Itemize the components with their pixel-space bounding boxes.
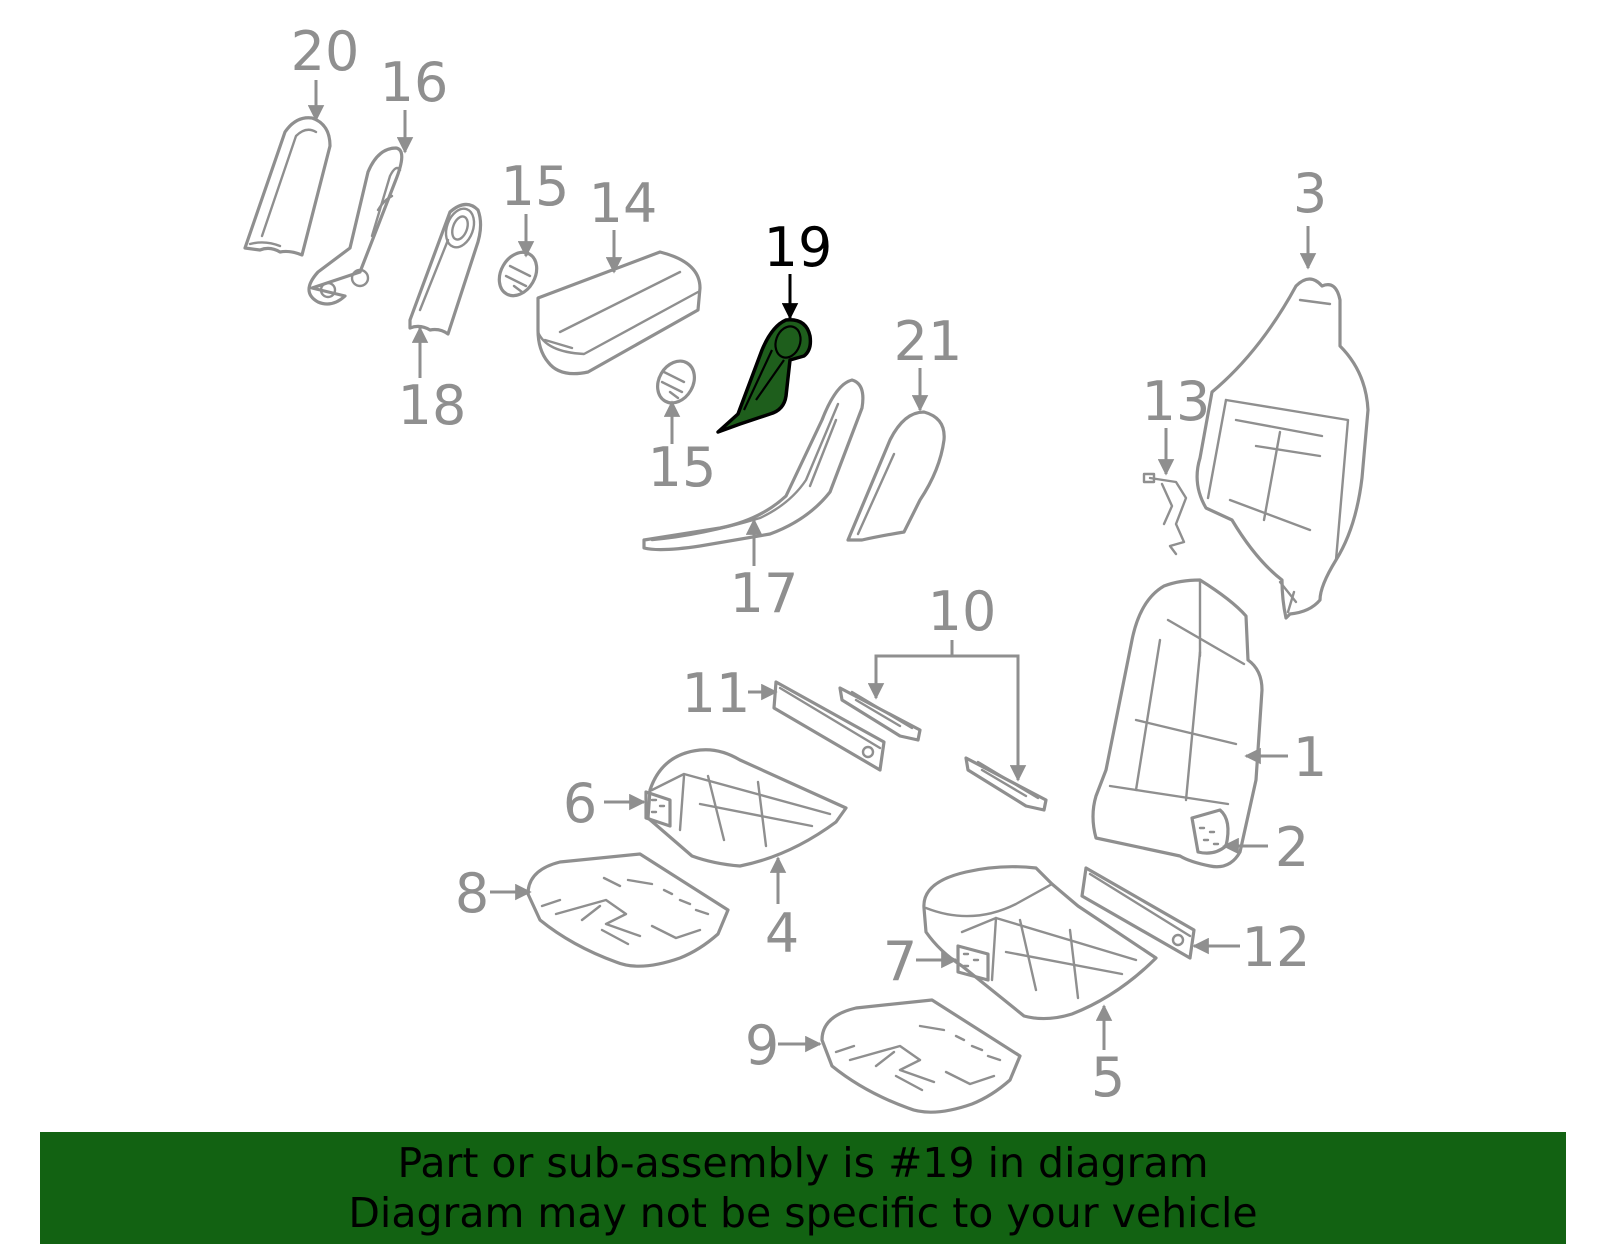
part-15-clip-lower	[656, 359, 696, 405]
leader-lines	[307, 80, 1317, 1053]
banner-line-disclaimer: Diagram may not be specific to your vehi…	[348, 1189, 1258, 1237]
part-18-trim	[408, 202, 483, 336]
part-3-seatback-frame	[1195, 277, 1370, 620]
part-6-label	[644, 790, 672, 828]
callout-labels: 20 16 15 14 19 3 21 13 18 15 17 10 11 1 …	[291, 20, 1328, 1109]
callout-17: 17	[730, 562, 799, 625]
part-5-cushion-cover	[922, 865, 1158, 1021]
callout-11: 11	[682, 662, 751, 725]
part-20-trim-panel	[243, 116, 332, 257]
banner-line-part-info: Part or sub-assembly is #19 in diagram	[397, 1139, 1209, 1187]
part-8-cushion-pad	[526, 852, 730, 968]
callout-3: 3	[1293, 162, 1327, 225]
leader-10-bracket	[874, 654, 1020, 780]
callout-7: 7	[883, 930, 917, 993]
callout-12: 12	[1242, 916, 1311, 979]
part-13-wire-harness	[1142, 472, 1188, 556]
part-1-seat-back	[1091, 578, 1264, 869]
part-17-side-trim	[642, 378, 865, 552]
callout-4: 4	[765, 902, 799, 965]
part-10-rail-upper	[838, 686, 922, 742]
part-14-armrest	[536, 250, 702, 376]
callout-9: 9	[745, 1014, 779, 1077]
part-12-trim-strip	[1080, 866, 1196, 960]
part-21-side-panel	[846, 410, 946, 542]
part-2-label	[1190, 808, 1230, 855]
callout-18: 18	[398, 374, 467, 437]
callout-20: 20	[291, 20, 360, 83]
callout-6: 6	[563, 772, 597, 835]
callout-19: 19	[764, 216, 833, 279]
part-11-trim-strip	[772, 680, 886, 772]
part-9-cushion-pad	[820, 998, 1022, 1114]
callout-21: 21	[894, 310, 963, 373]
callout-8: 8	[455, 862, 489, 925]
callout-16: 16	[380, 51, 449, 114]
callout-15-upper: 15	[501, 155, 570, 218]
callout-13: 13	[1142, 370, 1211, 433]
callout-2: 2	[1275, 816, 1309, 879]
callout-15-lower: 15	[648, 436, 717, 499]
part-16-recliner-cover	[307, 146, 404, 306]
callout-5: 5	[1091, 1046, 1125, 1109]
callout-14: 14	[589, 172, 658, 235]
callout-1: 1	[1293, 726, 1327, 789]
part-4-cushion-cover	[646, 748, 848, 868]
part-10-rail-lower	[964, 756, 1048, 812]
info-banner: Part or sub-assembly is #19 in diagram D…	[40, 1132, 1566, 1244]
part-15-clip-upper	[497, 250, 539, 298]
part-19-highlighted	[716, 318, 813, 434]
part-7-label	[956, 944, 990, 982]
callout-10: 10	[928, 580, 997, 643]
